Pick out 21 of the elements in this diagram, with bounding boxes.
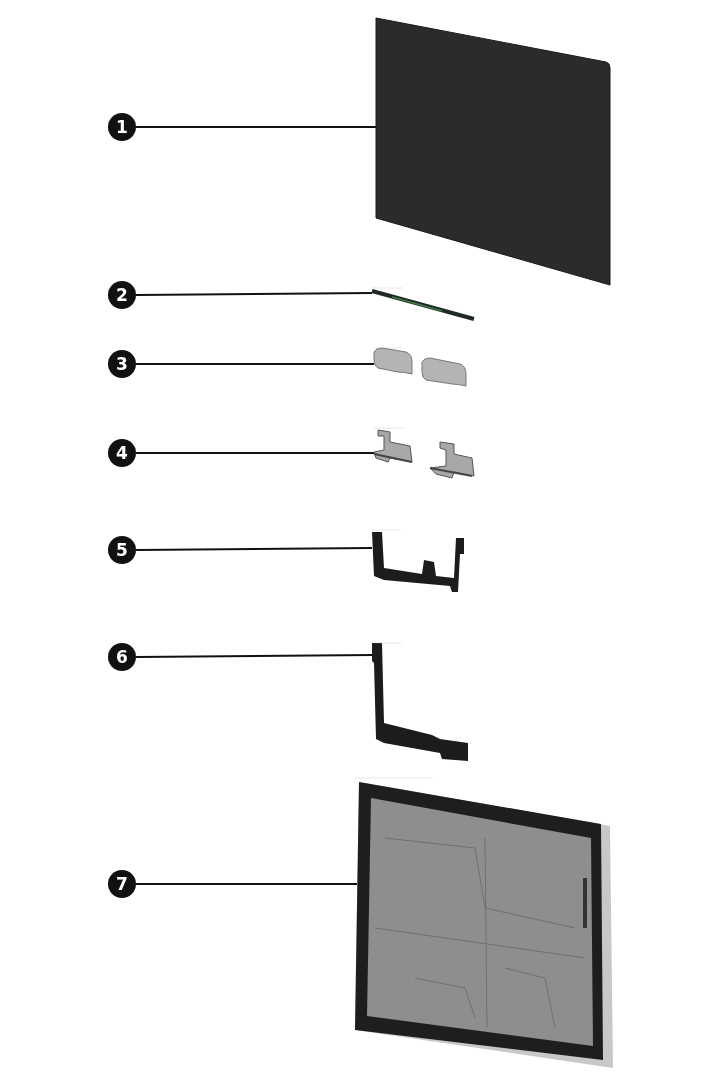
back-cover-drawing: [355, 778, 613, 1070]
leader-line: [135, 547, 373, 551]
bracket-drawing: [372, 530, 467, 594]
callout-number: 6: [108, 643, 136, 671]
callout-number: 7: [108, 870, 136, 898]
callout-number: 2: [108, 281, 136, 309]
callout-number: 3: [108, 350, 136, 378]
leader-line: [135, 654, 373, 658]
leader-line: [135, 883, 358, 885]
cable-drawing: [372, 288, 476, 322]
hinge-cover-drawing: [374, 348, 468, 388]
leader-line: [135, 292, 373, 296]
hinge-drawing: [374, 428, 476, 480]
cable-drawing: [372, 643, 470, 763]
callout-number: 4: [108, 439, 136, 467]
display-panel-drawing: [376, 18, 612, 286]
callout-number: 5: [108, 536, 136, 564]
leader-line: [135, 126, 377, 128]
callout-number: 1: [108, 113, 136, 141]
leader-line: [135, 452, 375, 454]
leader-line: [135, 363, 375, 365]
